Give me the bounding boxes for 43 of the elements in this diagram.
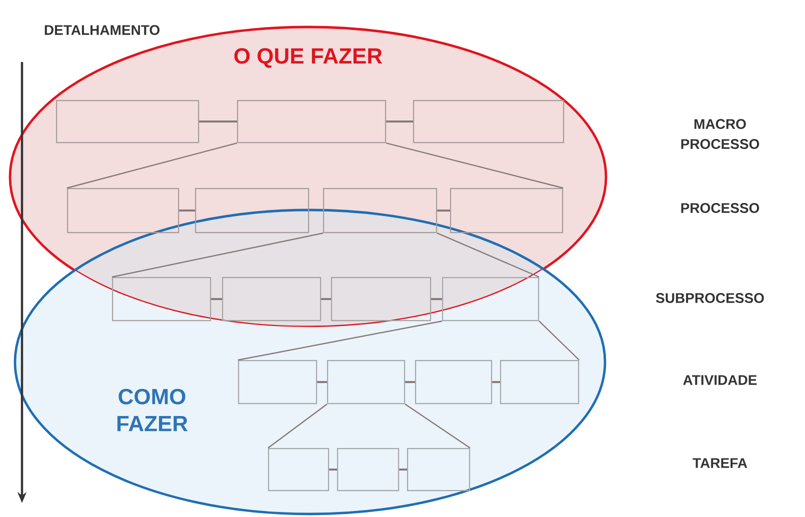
process-box: [112, 277, 212, 322]
connector-line: [431, 298, 442, 300]
level-label: MACRO PROCESSO: [681, 119, 760, 149]
connector-line: [399, 468, 407, 471]
process-box: [222, 277, 322, 322]
process-box: [238, 360, 318, 404]
connector-line: [66, 142, 238, 189]
connector-line: [211, 298, 222, 300]
process-box: [195, 188, 310, 234]
connector-line: [199, 120, 237, 123]
level-label: SUBPROCESSO: [656, 293, 764, 303]
process-box: [413, 100, 564, 144]
process-box: [337, 448, 400, 492]
process-box: [331, 277, 432, 322]
axis-title: DETALHAMENTO: [44, 25, 160, 35]
connector-line: [386, 142, 564, 189]
process-box: [268, 448, 330, 492]
process-box: [327, 360, 406, 404]
connector-line: [317, 381, 327, 384]
connector-line: [404, 404, 470, 448]
process-box: [323, 188, 438, 234]
connector-line: [179, 210, 195, 212]
connector-line: [321, 298, 331, 300]
process-box: [407, 448, 470, 492]
process-box: [56, 100, 200, 144]
connector-line: [268, 404, 328, 448]
process-box: [442, 277, 540, 322]
process-box: [237, 100, 386, 144]
process-box: [415, 360, 492, 404]
connector-line: [329, 468, 337, 471]
connector-line: [405, 381, 415, 384]
connector-line: [437, 210, 450, 212]
level-label: ATIVIDADE: [683, 375, 757, 385]
connector-line: [386, 120, 413, 123]
process-box: [67, 188, 180, 234]
connector-line: [112, 232, 324, 278]
level-label: TAREFA: [692, 458, 748, 468]
process-box: [500, 360, 580, 404]
connector-line: [492, 381, 500, 384]
level-label: PROCESSO: [681, 203, 760, 213]
process-box: [450, 188, 564, 234]
connector-line: [538, 320, 580, 360]
connector-line: [238, 320, 442, 361]
